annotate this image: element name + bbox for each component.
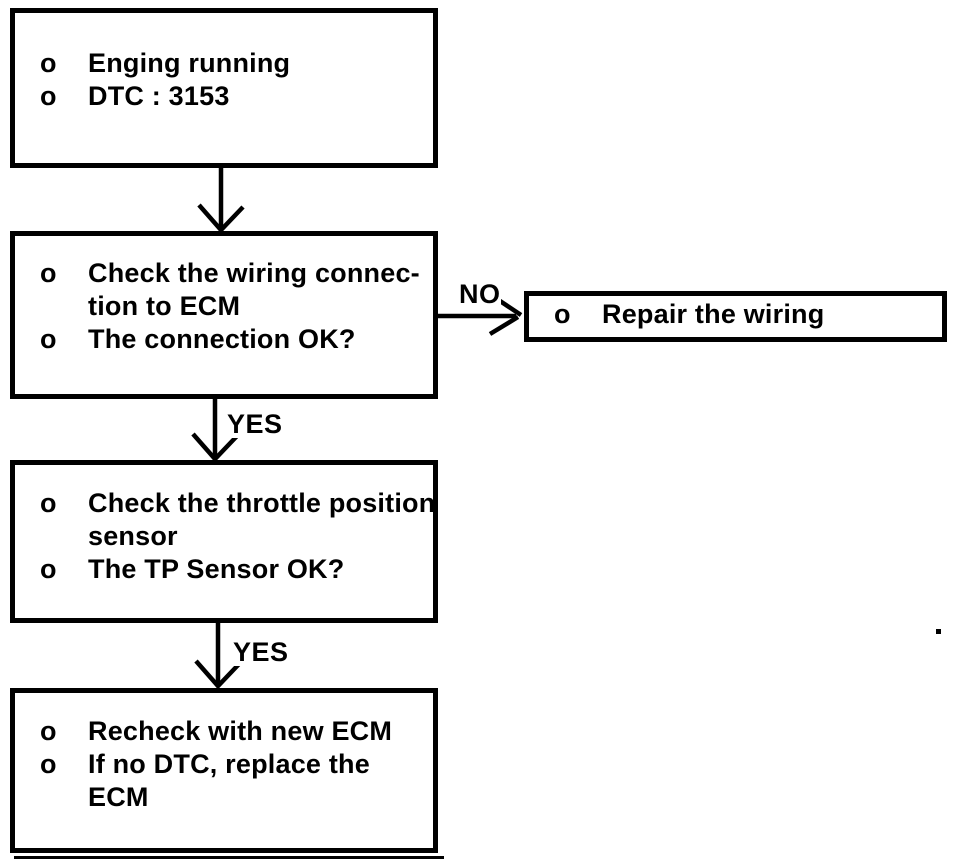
bullet-marker: o xyxy=(40,749,57,779)
edge-label-yes-2: YES xyxy=(233,637,289,667)
item-text: Check the wiring connec- tion to ECM xyxy=(88,257,420,323)
edge-label-no: NO xyxy=(459,279,501,309)
item-text: Recheck with new ECM xyxy=(88,715,392,748)
text-line: ECM xyxy=(88,782,149,812)
arrow-down-1-icon xyxy=(197,167,245,234)
node-recheck-ecm: o Recheck with new ECM o If no DTC, repl… xyxy=(10,688,438,853)
item-text: Enging running xyxy=(88,47,290,80)
item-text: The connection OK? xyxy=(88,323,356,356)
bullet-item: o Enging running xyxy=(15,47,433,80)
bullet-item: o The connection OK? xyxy=(15,323,433,356)
text-line: Recheck with new ECM xyxy=(88,716,393,746)
bullet-marker: o xyxy=(40,554,57,584)
item-text: If no DTC, replace the ECM xyxy=(88,748,370,814)
text-line: The TP Sensor OK? xyxy=(88,554,345,584)
bullet-item: o Repair the wiring xyxy=(529,298,942,331)
bullet-item: o Check the wiring connec- tion to ECM xyxy=(15,257,433,323)
bullet-item: o Recheck with new ECM xyxy=(15,715,433,748)
node-repair-wiring: o Repair the wiring xyxy=(524,291,947,342)
bullet-marker: o xyxy=(40,81,57,111)
node-check-tp-sensor: o Check the throttle position sensor o T… xyxy=(10,460,438,623)
item-text: Check the throttle position sensor xyxy=(88,487,435,553)
node-engine-running: o Enging running o DTC : 3153 xyxy=(10,8,438,168)
bullet-item: o If no DTC, replace the ECM xyxy=(15,748,433,814)
bullet-marker: o xyxy=(40,324,57,354)
scan-artifact-line xyxy=(14,856,444,859)
edge-label-yes-1: YES xyxy=(227,409,283,439)
bullet-marker: o xyxy=(40,258,57,288)
bullet-marker: o xyxy=(40,488,57,518)
text-line: tion to ECM xyxy=(88,291,241,321)
text-line: Repair the wiring xyxy=(602,299,825,329)
text-line: Check the wiring connec- xyxy=(88,258,420,288)
bullet-marker: o xyxy=(40,716,57,746)
bullet-marker: o xyxy=(40,48,57,78)
bullet-item: o DTC : 3153 xyxy=(15,80,433,113)
text-line: sensor xyxy=(88,521,178,551)
bullet-item: o The TP Sensor OK? xyxy=(15,553,433,586)
text-line: If no DTC, replace the xyxy=(88,749,370,779)
text-line: The connection OK? xyxy=(88,324,356,354)
scan-speck xyxy=(936,629,941,634)
text-line: DTC : 3153 xyxy=(88,81,230,111)
item-text: DTC : 3153 xyxy=(88,80,230,113)
bullet-item: o Check the throttle position sensor xyxy=(15,487,435,553)
node-check-wiring-connection: o Check the wiring connec- tion to ECM o… xyxy=(10,231,438,399)
text-line: Check the throttle position xyxy=(88,488,436,518)
item-text: Repair the wiring xyxy=(602,298,824,331)
text-line: Enging running xyxy=(88,48,291,78)
item-text: The TP Sensor OK? xyxy=(88,553,344,586)
bullet-marker: o xyxy=(554,299,571,329)
